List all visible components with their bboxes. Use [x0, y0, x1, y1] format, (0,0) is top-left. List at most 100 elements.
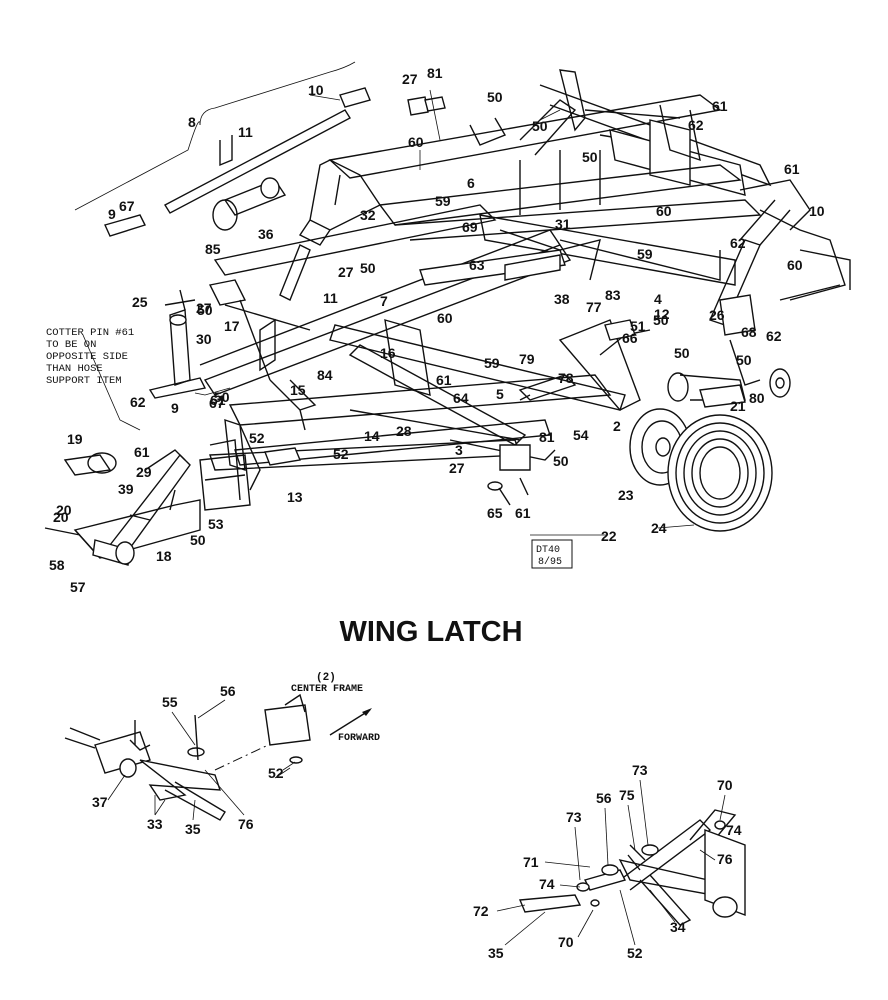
part-label: 27: [196, 300, 212, 316]
part-label: 11: [323, 290, 338, 306]
part-label: 28: [396, 423, 412, 439]
part-label: 6: [467, 175, 475, 191]
part-label: 81: [427, 65, 443, 81]
part-label: 35: [488, 945, 504, 961]
note-line: THAN HOSE: [46, 363, 103, 375]
main-part-labels: 27 81 10 50 61 8 11 62 50 60 50 6 67 9 5…: [49, 65, 825, 595]
part-label: 4: [654, 291, 662, 307]
part-label: 59: [435, 193, 451, 209]
part-label: 9: [171, 400, 179, 416]
part-label: 70: [717, 777, 733, 793]
part-label: 27: [449, 460, 465, 476]
part-label: 59: [484, 355, 500, 371]
part-label: 67: [209, 395, 225, 411]
part-label: 50: [582, 149, 598, 165]
part-label: 52: [268, 765, 284, 781]
part-label: 62: [730, 235, 746, 251]
part-label: 12: [654, 306, 670, 322]
part-label: 52: [333, 446, 349, 462]
part-label: 20: [56, 502, 72, 518]
part-label: 62: [766, 328, 782, 344]
center-frame-num: (2): [316, 672, 336, 684]
part-label: 72: [473, 903, 489, 919]
part-label: 61: [134, 444, 150, 460]
part-label: 52: [249, 430, 265, 446]
part-label: 10: [809, 203, 825, 219]
part-label: 50: [532, 118, 548, 134]
part-label: 64: [453, 390, 469, 406]
note-line: OPPOSITE SIDE: [46, 351, 128, 363]
part-label: 15: [290, 382, 306, 398]
part-label: 58: [49, 557, 65, 573]
part-label: 36: [258, 226, 274, 242]
part-label: 37: [92, 794, 108, 810]
left-detail-labels: (2) CENTER FRAME FORWARD 55 56 52 37 33 …: [92, 672, 380, 837]
part-label: 25: [132, 294, 148, 310]
part-label: 85: [205, 241, 221, 257]
part-label: 17: [224, 318, 240, 334]
part-label: 18: [156, 548, 172, 564]
part-label: 76: [717, 851, 733, 867]
part-label: 50: [190, 532, 206, 548]
part-label: 60: [787, 257, 803, 273]
part-label: 22: [601, 528, 617, 544]
part-label: 61: [712, 98, 728, 114]
part-label: 79: [519, 351, 535, 367]
part-label: 16: [380, 345, 396, 361]
part-label: 35: [185, 821, 201, 837]
part-label: 20: [53, 509, 69, 525]
part-label: 7: [380, 293, 388, 309]
part-label: 32: [360, 207, 376, 223]
part-label: 31: [555, 216, 571, 232]
part-label: 50: [487, 89, 503, 105]
part-label: 24: [651, 520, 667, 536]
part-label: 78: [558, 370, 574, 386]
part-label: 5: [496, 386, 504, 402]
drawing-code: DT40: [536, 545, 560, 556]
part-label: 23: [618, 487, 634, 503]
part-label: 8: [188, 114, 196, 130]
part-label: 60: [437, 310, 453, 326]
part-label: 67: [119, 198, 135, 214]
part-label: 57: [70, 579, 86, 595]
part-label: 56: [220, 683, 236, 699]
part-label: 61: [210, 392, 226, 408]
part-label: 50: [214, 389, 230, 405]
part-label: 19: [67, 431, 83, 447]
part-label: 14: [364, 428, 380, 444]
cotter-pin-note: COTTER PIN #61 TO BE ON OPPOSITE SIDE TH…: [46, 327, 134, 387]
part-label: 39: [118, 481, 134, 497]
part-label: 3: [455, 442, 463, 458]
part-label: 69: [462, 219, 478, 235]
forward-label: FORWARD: [338, 733, 380, 744]
part-label: 53: [208, 516, 224, 532]
drawing-date: 8/95: [538, 556, 562, 568]
part-label: 21: [730, 398, 746, 414]
part-label: 59: [637, 246, 653, 262]
part-label: 76: [238, 816, 254, 832]
part-label: 38: [554, 291, 570, 307]
part-label: 56: [596, 790, 612, 806]
part-label: 34: [670, 919, 686, 935]
part-label: 75: [619, 787, 635, 803]
part-label: 77: [586, 299, 602, 315]
main-assembly-drawing: [44, 69, 851, 566]
part-label: 9: [108, 206, 116, 222]
part-label: 13: [287, 489, 303, 505]
right-detail-labels: 73 70 56 75 74 73 76 71 74 72 35 70 52 3…: [473, 762, 742, 961]
part-label: 10: [308, 82, 324, 98]
part-label: 61: [515, 505, 531, 521]
part-label: 60: [656, 203, 672, 219]
part-label: 50: [197, 302, 213, 318]
part-label: 73: [632, 762, 648, 778]
part-label: 62: [130, 394, 146, 410]
wing-latch-right-drawing: [518, 809, 746, 926]
part-label: 62: [688, 117, 704, 133]
part-label: 33: [147, 816, 163, 832]
section-title: WING LATCH: [339, 616, 522, 648]
main-leader-lines: [74, 61, 695, 536]
note-line: SUPPORT ITEM: [46, 375, 122, 387]
note-line: COTTER PIN #61: [46, 327, 134, 339]
part-label: 61: [436, 372, 452, 388]
